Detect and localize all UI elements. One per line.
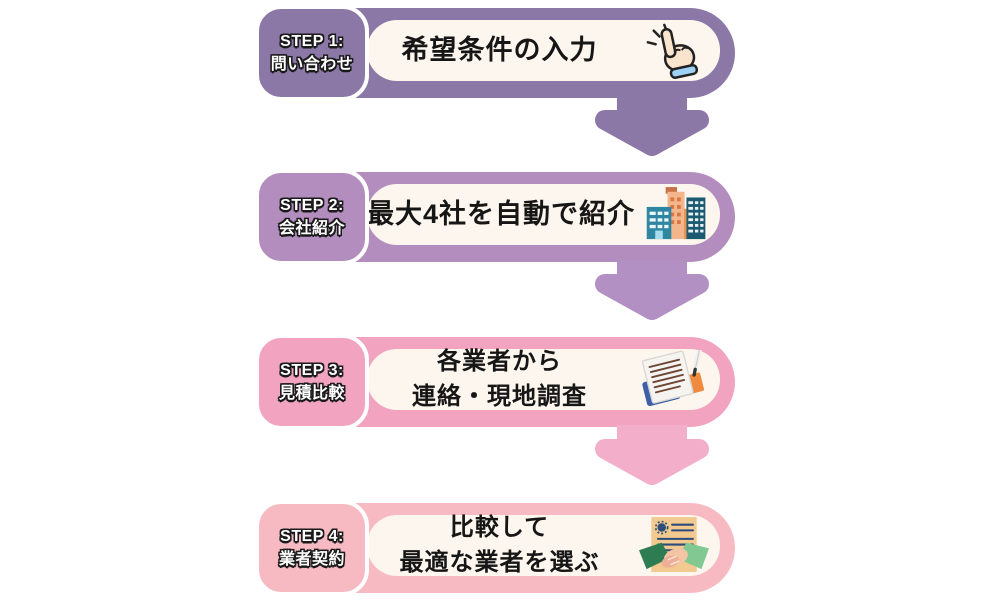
step-1-body: 希望条件の入力 [367,20,720,81]
step-1: 希望条件の入力 [255,5,735,156]
step-3-body: 各業者から 連絡・現地調査 [367,348,720,410]
down-arrow-1 [587,96,717,156]
handshake-contract-icon [632,516,716,575]
step-1-label-line1: STEP 1: [280,32,344,50]
step-4-label: STEP 4: 業者契約 [255,500,369,596]
step-1-label: STEP 1: 問い合わせ [255,5,369,101]
step-3-text-line2: 連絡・現地調査 [412,382,587,410]
step-3-text: 各業者から 連絡・現地調査 [367,345,632,415]
step-4-label-line2: 業者契約 [278,551,345,568]
click-hand-icon [632,22,716,80]
step-1-label-line2: 問い合わせ [270,56,354,73]
buildings-icon [635,186,719,243]
documents-icon [632,350,716,409]
step-2-body: 最大4社を自動で紹介 [367,184,720,245]
step-1-text-line1: 希望条件の入力 [401,34,598,65]
step-2-label-line1: STEP 2: [280,196,344,214]
step-4-label-line1: STEP 4: [280,527,344,545]
down-arrow-3 [587,425,717,485]
step-3: 各業者から 連絡・現地調査 [255,334,735,485]
step-2-text-line1: 最大4社を自動で紹介 [367,198,636,229]
step-4-text-line1: 比較して [449,513,550,541]
step-2: 最大4社を自動で紹介 [255,169,735,320]
step-4-text: 比較して 最適な業者を選ぶ [367,511,632,581]
down-arrow-2 [587,260,717,320]
step-3-label-line2: 見積比較 [278,385,345,402]
step-3-label-line1: STEP 3: [280,361,344,379]
step-3-text-line1: 各業者から [437,347,562,375]
step-2-label-line2: 会社紹介 [278,220,345,237]
step-4-text-line2: 最適な業者を選ぶ [399,548,600,576]
step-1-text: 希望条件の入力 [367,31,632,70]
step-2-text: 最大4社を自動で紹介 [367,195,635,234]
step-4-body: 比較して 最適な業者を選ぶ [367,514,720,576]
step-2-label: STEP 2: 会社紹介 [255,169,369,265]
step-3-label: STEP 3: 見積比較 [255,334,369,430]
step-4: 比較して 最適な業者を選ぶ [255,500,735,596]
